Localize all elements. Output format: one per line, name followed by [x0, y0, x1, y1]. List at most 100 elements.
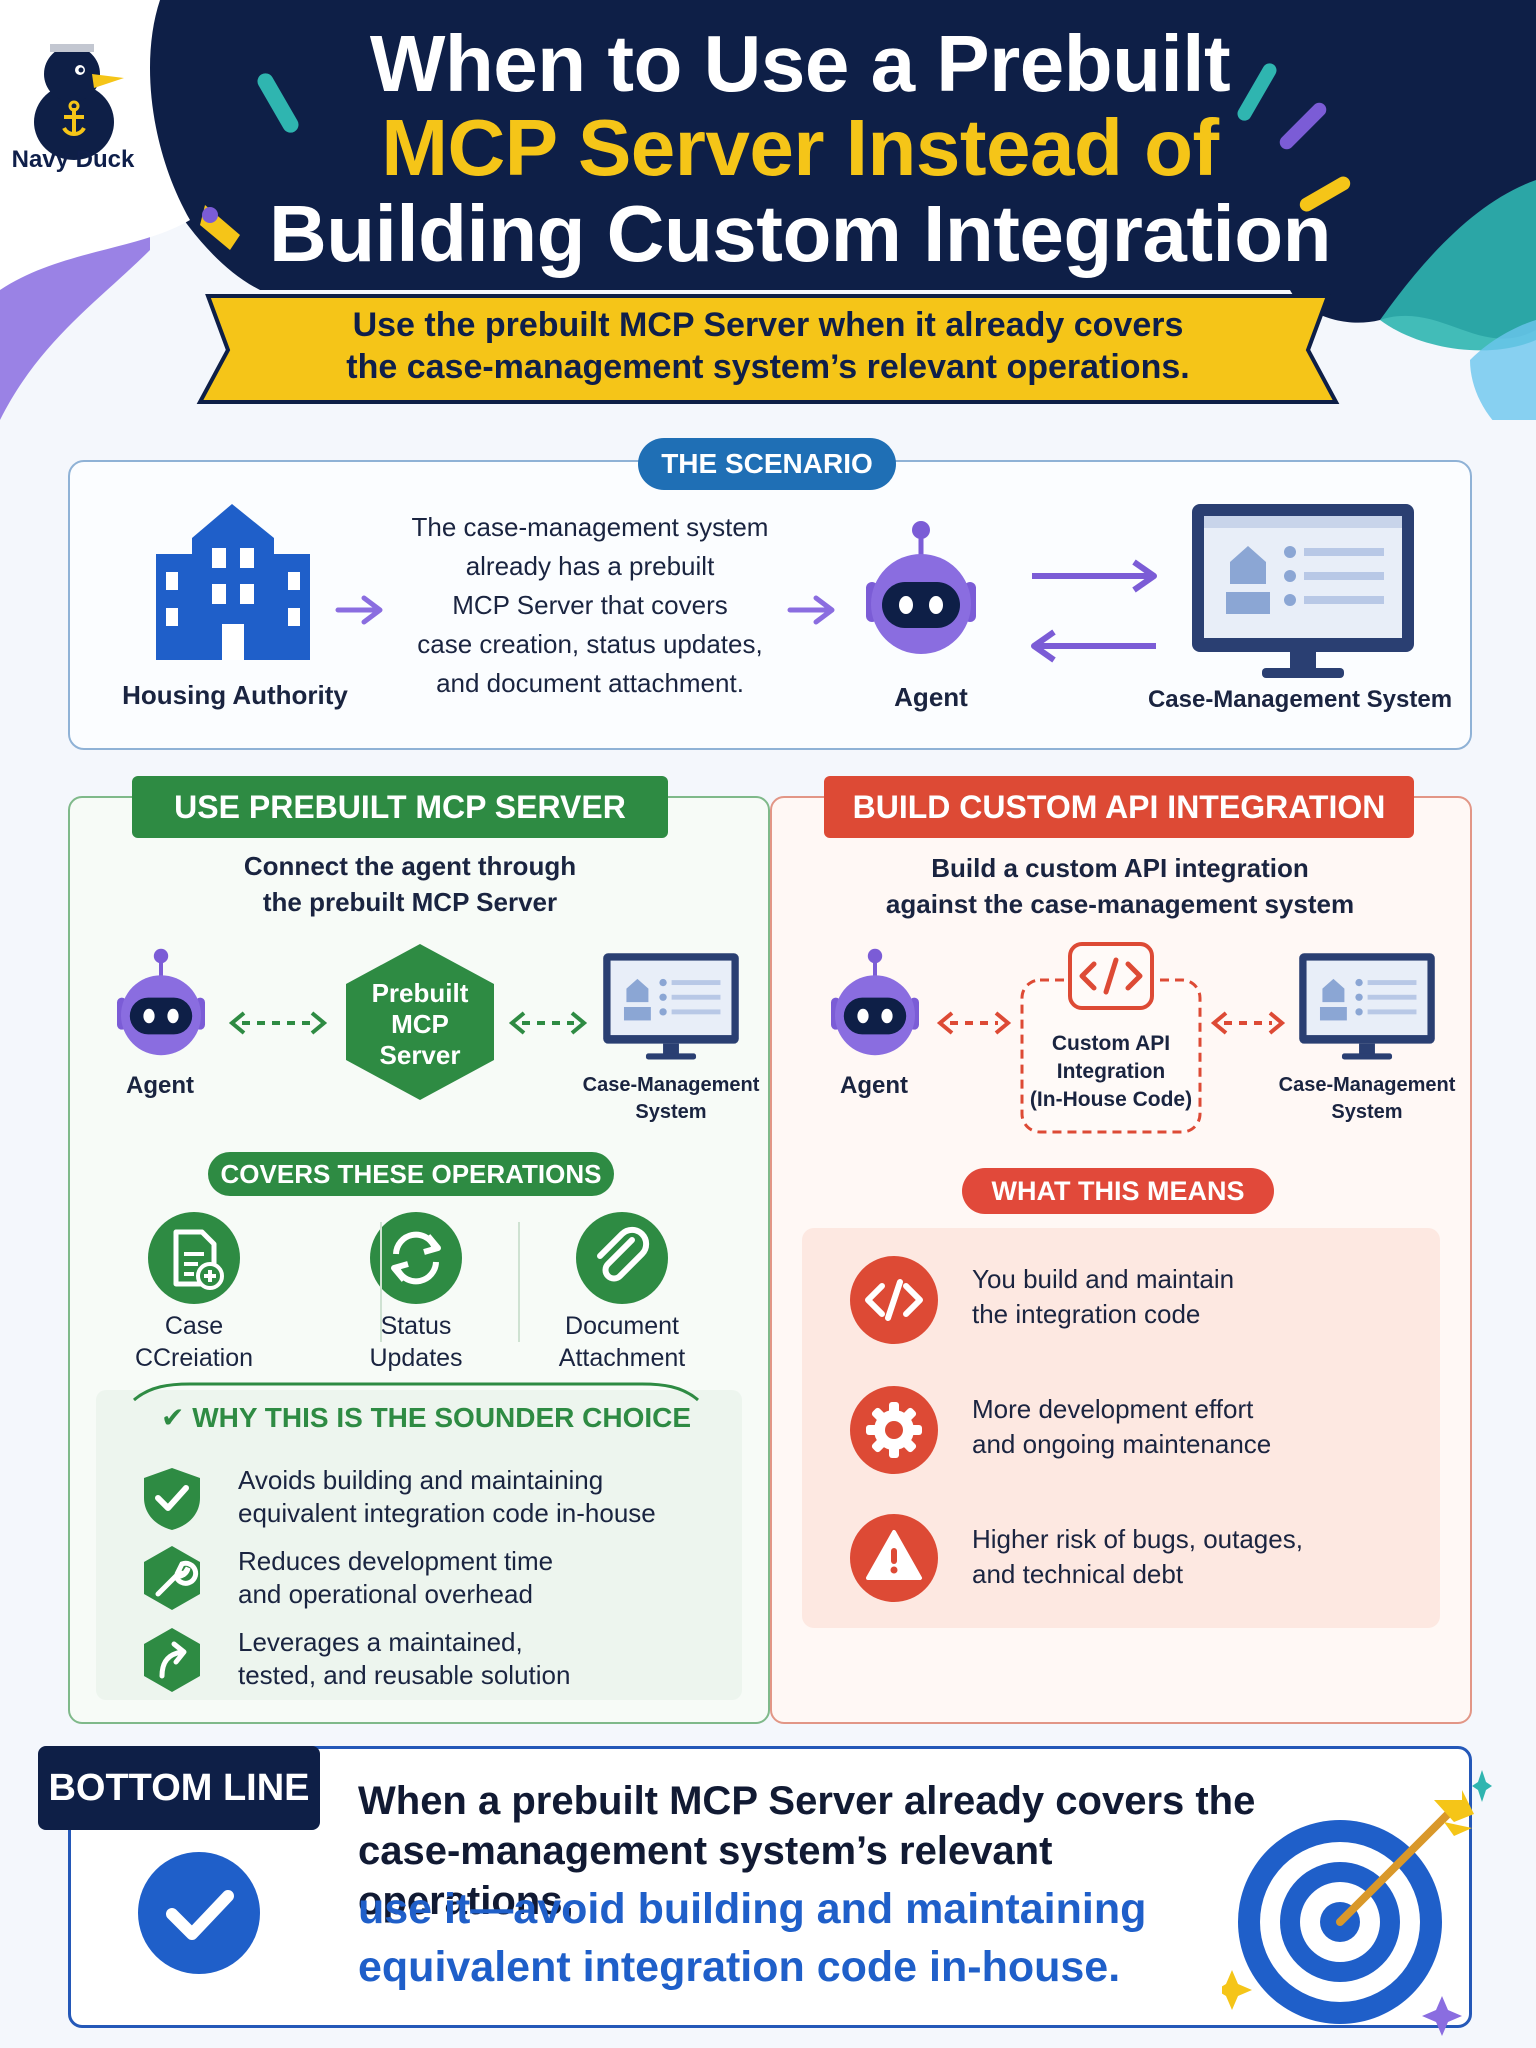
server-label-line-2: MCP: [391, 1009, 449, 1039]
subtitle: Use the prebuilt MCP Server when it alre…: [268, 304, 1268, 388]
title-line-1: When to Use a Prebuilt: [369, 19, 1231, 108]
scenario-line-4: case creation, status updates,: [417, 629, 763, 659]
reason-2: Reduces development time and operational…: [238, 1545, 718, 1611]
why-box: [96, 1390, 742, 1700]
prebuilt-mcp-server-hexagon: [346, 944, 494, 1100]
subtitle-line-1: Use the prebuilt MCP Server when it alre…: [352, 306, 1184, 344]
integration-line-3: (In-House Code): [1029, 1088, 1193, 1111]
custom-intro-line-1: Build a custom API integration: [931, 853, 1309, 883]
custom-intro-line-2: against the case-management system: [885, 889, 1355, 919]
reason-3-line-2: tested, and reusable solution: [238, 1660, 571, 1690]
server-label-line-3: Server: [379, 1040, 461, 1070]
consequence-2-line-2: and ongoing maintenance: [972, 1429, 1272, 1459]
robot-agent-icon: [831, 948, 919, 1056]
custom-system-line-2: System: [1331, 1101, 1403, 1123]
paperclip-icon: [576, 1212, 668, 1304]
custom-intro: Build a custom API integration against t…: [800, 850, 1440, 922]
document-plus-icon: [148, 1212, 240, 1304]
operation-1-line-2: CCreiation: [134, 1344, 254, 1372]
housing-authority-label: Housing Authority: [122, 680, 348, 710]
dashed-bidirectional-arrow: [228, 1011, 328, 1035]
covers-operations-badge: COVERS THESE OPERATIONS: [208, 1152, 614, 1196]
why-box-top-line: [133, 1382, 699, 1402]
consequence-1-line-1: You build and maintain: [972, 1264, 1235, 1294]
check-circle-icon: [138, 1852, 260, 1974]
prebuilt-intro-line-1: Connect the agent through: [243, 851, 577, 881]
custom-integration-label: Custom API Integration (In-House Code): [1018, 1030, 1204, 1114]
dashed-bidirectional-arrow: [936, 1011, 1012, 1035]
arrow-up-icon: [144, 1628, 200, 1692]
custom-integration-box: [1020, 942, 1202, 1134]
sync-icon: [370, 1212, 462, 1304]
robot-agent-icon: [117, 948, 205, 1056]
divider: [518, 1222, 520, 1342]
robot-agent-icon: [866, 521, 976, 654]
integration-line-2: Integration: [1056, 1060, 1166, 1083]
operation-status-updates: Status Updates: [316, 1310, 516, 1374]
reason-2-line-1: Reduces development time: [238, 1546, 554, 1576]
prebuilt-server-label: Prebuilt MCP Server: [340, 978, 500, 1071]
consequence-3-line-1: Higher risk of bugs, outages,: [972, 1524, 1303, 1554]
dashed-bidirectional-arrow: [508, 1011, 588, 1035]
wrench-icon: [144, 1546, 200, 1610]
computer-monitor-icon: [603, 953, 739, 1060]
why-title: ✔ WHY THIS IS THE SOUNDER CHOICE: [146, 1398, 706, 1438]
consequence-1: You build and maintain the integration c…: [972, 1262, 1372, 1332]
arrow-right-icon: [335, 595, 383, 625]
arrow-right-icon: [787, 595, 835, 625]
reason-1-line-1: Avoids building and maintaining: [238, 1465, 604, 1495]
operation-1-line-1: Case: [164, 1312, 224, 1340]
prebuilt-intro-line-2: the prebuilt MCP Server: [262, 887, 558, 917]
divider: [380, 1222, 382, 1342]
consequence-3: Higher risk of bugs, outages, and techni…: [972, 1522, 1372, 1592]
consequence-2: More development effort and ongoing main…: [972, 1392, 1372, 1462]
custom-system-label: Case-Management System: [1272, 1072, 1462, 1126]
reason-3: Leverages a maintained, tested, and reus…: [238, 1626, 718, 1692]
prebuilt-intro: Connect the agent through the prebuilt M…: [110, 848, 710, 920]
what-this-means-badge: WHAT THIS MEANS: [962, 1168, 1274, 1214]
scenario-badge: THE SCENARIO: [638, 438, 896, 490]
consequence-3-line-2: and technical debt: [972, 1559, 1184, 1589]
scenario-line-2: already has a prebuilt: [465, 551, 715, 581]
bottom-line-1: When a prebuilt MCP Server already cover…: [358, 1779, 1256, 1823]
operation-3-line-1: Document: [565, 1312, 679, 1340]
prebuilt-system-label: Case-Management System: [576, 1072, 766, 1126]
target-icon: [1222, 1770, 1492, 2036]
operation-case-creation: Case CCreiation: [94, 1310, 294, 1374]
why-title-text: WHY THIS IS THE SOUNDER CHOICE: [192, 1402, 692, 1433]
reason-2-line-2: and operational overhead: [238, 1579, 533, 1609]
warning-icon: [850, 1514, 938, 1602]
subtitle-line-2: the case-management system’s relevant op…: [346, 348, 1190, 386]
building-icon: [156, 504, 310, 660]
operation-2-line-1: Status: [380, 1312, 452, 1340]
brand-name: Navy Duck: [11, 146, 135, 173]
bottom-line-3: use it—avoid building and maintaining: [358, 1885, 1147, 1933]
bidirectional-arrows-icon: [1031, 559, 1157, 663]
integration-line-1: Custom API: [1051, 1032, 1171, 1055]
bottom-line-badge: BOTTOM LINE: [38, 1746, 320, 1830]
navy-duck-logo: [34, 42, 124, 160]
scenario-description: The case-management system already has a…: [400, 508, 780, 703]
server-label-line-1: Prebuilt: [371, 978, 469, 1008]
consequence-1-line-2: the integration code: [972, 1299, 1201, 1329]
checkmark-icon: ✔: [160, 1402, 193, 1433]
bottom-line-4: equivalent integration code in-house.: [358, 1943, 1121, 1991]
subtitle-banner: [196, 294, 1340, 404]
custom-system-line-1: Case-Management: [1278, 1074, 1456, 1096]
scenario-line-3: MCP Server that covers: [452, 590, 728, 620]
prebuilt-badge: USE PREBUILT MCP SERVER: [132, 776, 668, 838]
title-line-2: MCP Server Instead of: [381, 103, 1219, 192]
operation-2-line-2: Updates: [369, 1344, 463, 1372]
scenario-system-label: Case-Management System: [1147, 686, 1453, 713]
bottom-line-2: case-management system’s relevant operat…: [358, 1829, 1053, 1923]
scenario-line-5: and document attachment.: [436, 668, 744, 698]
consequence-2-line-1: More development effort: [972, 1394, 1254, 1424]
code-icon: [850, 1256, 938, 1344]
operation-3-line-2: Attachment: [558, 1344, 686, 1372]
custom-badge: BUILD CUSTOM API INTEGRATION: [824, 776, 1414, 838]
custom-agent-label: Agent: [840, 1072, 908, 1099]
reason-1-line-2: equivalent integration code in-house: [238, 1498, 656, 1528]
prebuilt-system-line-1: Case-Management: [582, 1074, 760, 1096]
reason-1: Avoids building and maintaining equivale…: [238, 1464, 718, 1530]
dashed-bidirectional-arrow: [1210, 1011, 1286, 1035]
